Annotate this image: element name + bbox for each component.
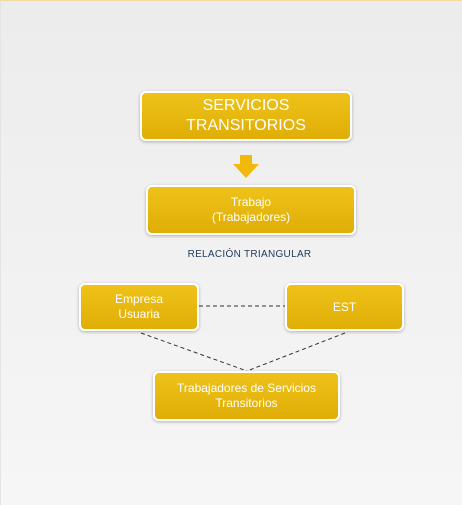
down-arrow-icon — [233, 155, 259, 178]
node-label-line: Trabajo — [230, 195, 272, 209]
node-label-line: TRANSITORIOS — [186, 117, 306, 134]
node-label-line: EST — [332, 299, 357, 314]
node-label-line: Empresa — [114, 292, 164, 306]
node-label-line: Usuaria — [118, 307, 160, 321]
node-label-line: SERVICIOS — [202, 97, 290, 114]
node-empresa-usuaria: Empresa Usuaria — [79, 283, 199, 331]
node-label-line: (Trabajadores) — [211, 210, 291, 224]
relation-label: RELACIÓN TRIANGULAR — [187, 249, 312, 260]
node-est: EST — [285, 283, 404, 331]
node-label-line: Trabajadores de Servicios — [177, 381, 316, 395]
node-trabajo: Trabajo (Trabajadores) — [146, 185, 356, 235]
dashed-connector-empresa-trabajadores — [140, 332, 248, 372]
node-servicios-transitorios: SERVICIOS TRANSITORIOS — [140, 91, 352, 141]
node-label-line: Transitorios — [215, 396, 278, 410]
node-trabajadores-servicios-transitorios: Trabajadores de Servicios Transitorios — [153, 371, 340, 421]
dashed-connector-est-trabajadores — [246, 332, 346, 372]
